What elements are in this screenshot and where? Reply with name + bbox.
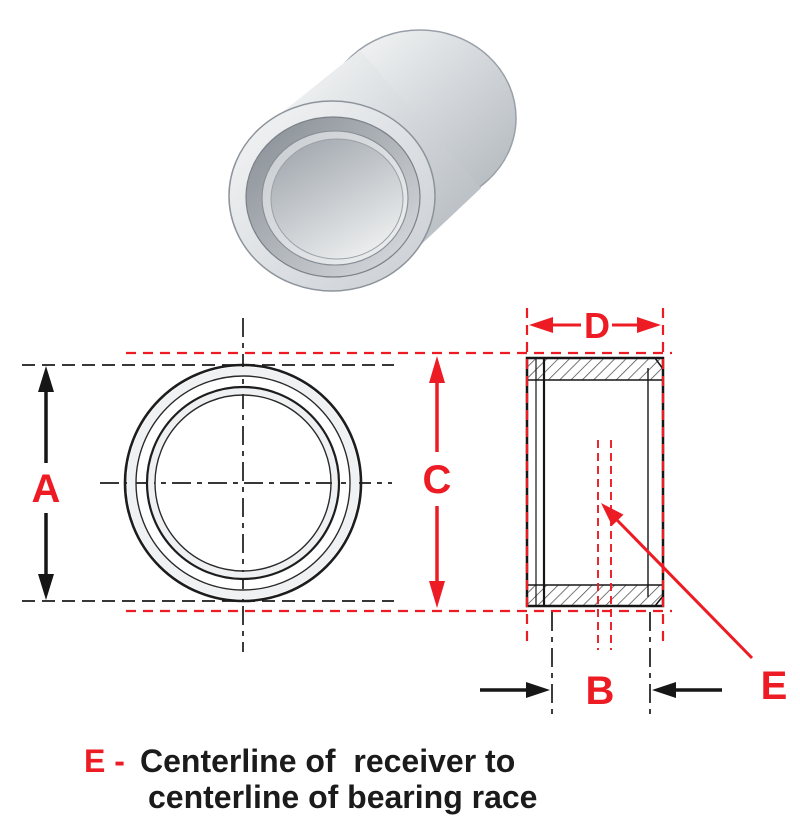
cup-bore	[270, 138, 404, 260]
front-shading-ring-outer	[127, 367, 359, 599]
front-view	[100, 318, 392, 652]
caption-key: E -	[84, 743, 125, 779]
dim-a-arrowhead-down-icon	[38, 574, 54, 600]
dim-c-label: C	[423, 458, 452, 502]
front-rim-circle	[135, 375, 351, 591]
dim-c-arrowhead-up-icon	[429, 356, 445, 383]
dim-d-arrowhead-left-icon	[529, 317, 553, 333]
dimension-c: C	[126, 351, 672, 613]
dimension-a: A	[22, 364, 394, 602]
caption-line2: centerline of bearing race	[148, 779, 537, 815]
front-shading-ring-inner	[148, 388, 338, 578]
dim-d-label: D	[584, 305, 610, 346]
dim-e-label: E	[761, 664, 788, 708]
dim-a-label: A	[32, 467, 61, 511]
front-bore-circle	[145, 385, 341, 581]
dim-b-arrowhead-right-icon	[526, 682, 550, 698]
dim-a-arrowhead-up-icon	[38, 366, 54, 392]
dim-c-arrowhead-down-icon	[429, 581, 445, 608]
section-chamfer-bottom-right	[654, 595, 664, 607]
section-chamfer-top-right	[654, 357, 664, 370]
section-hatch-bottom-wall	[528, 585, 662, 605]
dim-d-arrowhead-right-icon	[637, 317, 661, 333]
section-hatch-top-wall	[528, 359, 662, 380]
dimension-e: E	[597, 440, 788, 708]
dim-b-label: B	[586, 669, 615, 713]
caption-line1: Centerline of receiver to	[140, 743, 515, 779]
dimension-d: D	[525, 305, 665, 645]
side-section-view	[525, 356, 665, 608]
dim-e-arrowhead-icon	[601, 503, 624, 526]
dim-e-leader-line	[614, 517, 754, 660]
isometric-cup	[228, 29, 517, 292]
dim-b-arrowhead-left-icon	[652, 682, 676, 698]
front-inner-lip-circle	[154, 394, 332, 572]
dimension-b: B	[480, 612, 722, 714]
caption: E - Centerline of receiver to centerline…	[84, 743, 537, 815]
section-outline	[525, 356, 665, 608]
